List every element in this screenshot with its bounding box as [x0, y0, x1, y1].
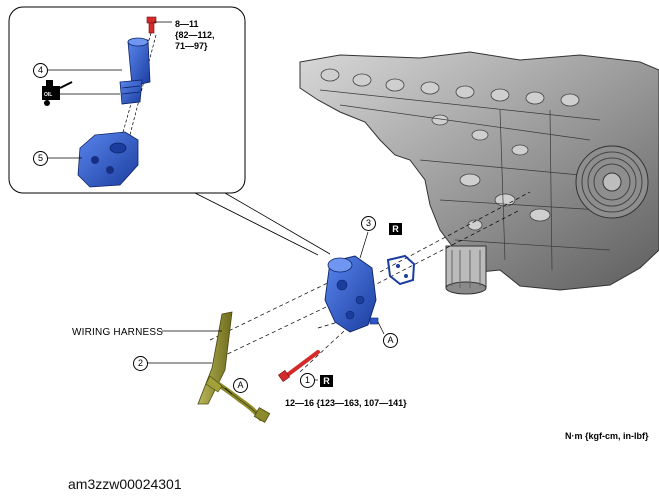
svg-text:OIL: OIL	[44, 92, 52, 98]
oil-filter	[445, 245, 487, 295]
crank-pulley	[575, 145, 649, 219]
gasket	[386, 254, 416, 286]
callout-2: 2	[133, 356, 148, 371]
torque-spec-line-1: 8—11	[175, 19, 199, 29]
callout-3: 3	[361, 216, 376, 231]
torque-spec-line-2: {82—112,	[175, 30, 215, 40]
part-2-wiring-harness	[146, 311, 271, 423]
part-3-valve-body	[324, 231, 385, 335]
callout-a-valve: A	[383, 333, 398, 348]
unit-note: N·m {kgf-cm, in-lbf}	[565, 431, 649, 441]
part-4-oil-control-valve	[48, 37, 151, 105]
callout-5: 5	[33, 151, 48, 166]
torque-spec-small-bolt: 8—11 {82—112, 71—97}	[175, 19, 215, 52]
callout-a-harness: A	[233, 378, 248, 393]
torque-spec-line-3: 71—97}	[175, 41, 208, 51]
replace-mark-bolt: R	[320, 375, 333, 387]
oil-can-icon: OIL	[42, 80, 73, 106]
part-5-housing	[48, 131, 139, 188]
wiring-harness-label: WIRING HARNESS	[72, 327, 164, 338]
callout-1: 1	[300, 373, 315, 388]
detail-inset: OIL	[8, 6, 331, 256]
callout-4: 4	[33, 63, 48, 78]
inset-bolt	[146, 16, 172, 34]
part-1-bolt	[277, 350, 320, 383]
replace-mark-gasket: R	[389, 223, 402, 235]
torque-spec-main-bolt: 12—16 {123—163, 107—141}	[285, 398, 407, 408]
engine-block	[299, 51, 659, 295]
image-code: am3zzw00024301	[68, 476, 182, 492]
